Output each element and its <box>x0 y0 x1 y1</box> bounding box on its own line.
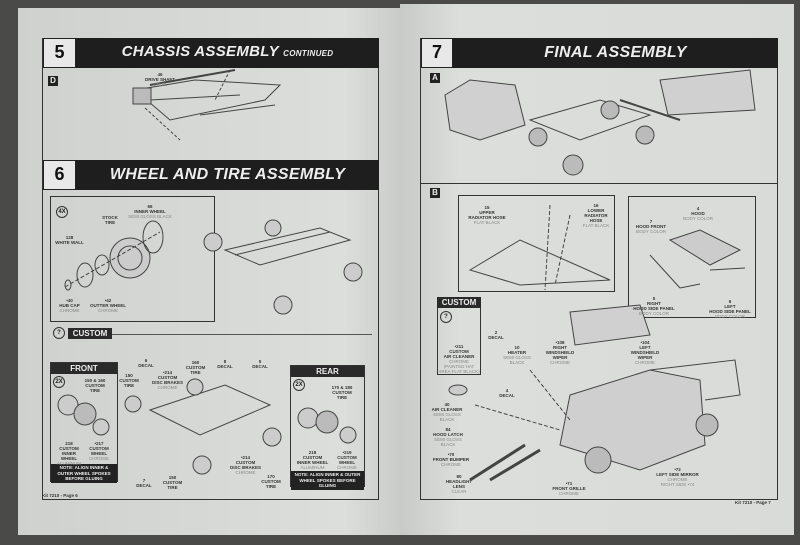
part-label: 150 CUSTOM TIRE <box>119 373 139 388</box>
front-note: NOTE: ALIGN INNER & OUTER WHEEL SPOKES B… <box>51 464 117 483</box>
part-label: 160 CUSTOM TIRE <box>185 360 206 375</box>
custom-label: CUSTOM <box>437 297 481 308</box>
sub-step-b: B <box>430 188 440 198</box>
step-6-title: WHEEL AND TIRE ASSEMBLY <box>76 160 379 190</box>
radiator-and-hood-drawings <box>468 204 746 291</box>
sub-step-a: A <box>430 73 440 83</box>
question-icon: ? <box>440 311 452 323</box>
wheel-exploded-drawing <box>64 220 164 291</box>
qty-2x-badge: 2X <box>53 376 65 388</box>
part-label: 170 CUSTOM TIRE <box>261 474 281 489</box>
part-label: 6 DECAL <box>138 358 154 368</box>
wheel-detail-inset <box>50 196 215 322</box>
rear-title: REAR <box>291 366 364 377</box>
part-label: 150 & 160 CUSTOM TIRE <box>84 378 106 393</box>
qty-4x-badge: 4X <box>56 206 68 218</box>
qty-2x-badge: 2X <box>293 379 305 391</box>
left-page <box>18 8 402 535</box>
step-5-title: CHASSIS ASSEMBLY CONTINUED <box>76 38 379 68</box>
part-label: 8 DECAL <box>217 359 233 369</box>
page-footer: Kit 7210 - Page 7 <box>735 500 771 505</box>
divider <box>112 334 372 335</box>
chassis-drawing-step5 <box>132 69 282 141</box>
step-5-number: 5 <box>43 38 76 68</box>
part-label: 5 DECAL <box>252 359 268 369</box>
part-label: 2 DECAL <box>488 330 504 340</box>
divider <box>421 183 777 184</box>
truck-cab-and-chassis-drawing <box>444 69 756 176</box>
part-label: 150 CUSTOM TIRE <box>162 475 183 490</box>
custom-chassis-drawing <box>57 378 357 475</box>
custom-label: CUSTOM <box>68 328 112 339</box>
step-7-title: FINAL ASSEMBLY <box>453 38 778 68</box>
final-truck-drawing <box>448 304 741 482</box>
hood-inset <box>628 196 756 318</box>
step-7-number: 7 <box>421 38 453 68</box>
part-label: 4 DECAL <box>499 388 515 398</box>
step-6-number: 6 <box>43 160 76 190</box>
part-label: 128 WHITE WALL <box>55 235 84 245</box>
sub-step-d: D <box>48 76 58 86</box>
question-icon: ? <box>53 327 65 339</box>
rear-note: NOTE: ALIGN INNER & OUTER WHEEL SPOKES B… <box>291 471 364 490</box>
page-footer: Kit 7210 - Page 6 <box>42 493 78 498</box>
front-title: FRONT <box>51 363 117 374</box>
part-label: 170 & 180 CUSTOM TIRE <box>331 385 353 400</box>
radiator-hose-inset <box>458 195 615 292</box>
chassis-wheels-drawing-step6 <box>203 219 363 315</box>
part-label: 7 DECAL <box>136 478 152 488</box>
part-label: STOCK TIRE <box>102 215 118 225</box>
